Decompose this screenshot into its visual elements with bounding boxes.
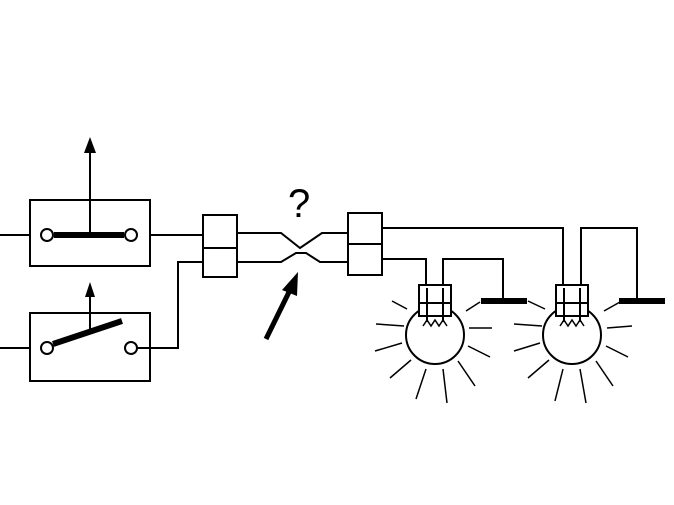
ground-wire-lamp2 — [580, 227, 638, 298]
wire-segment-bottom — [237, 252, 348, 263]
connector-body — [202, 214, 238, 278]
lamp-1 — [374, 284, 492, 404]
fault-section: ? — [237, 182, 348, 341]
bulb-socket — [555, 284, 589, 317]
up-arrow-icon — [84, 137, 96, 153]
connector-left — [202, 214, 238, 278]
pointer-arrow-icon — [282, 272, 298, 296]
switch-contact-left — [40, 228, 54, 242]
filament-icon — [559, 318, 585, 328]
closed-switch — [0, 137, 203, 267]
wire-switch2-to-connector — [137, 261, 203, 349]
pointer-arrow-shaft — [263, 288, 293, 341]
light-rays — [513, 300, 633, 404]
connector-right — [347, 212, 383, 276]
lamp-wiring — [382, 227, 665, 304]
light-rays — [374, 300, 492, 404]
open-switch — [0, 261, 203, 382]
filament-icon — [422, 318, 448, 328]
feed-wire-lamp1 — [382, 258, 427, 288]
feed-wire-lamp2 — [382, 227, 564, 288]
switch-contact-right — [124, 341, 138, 355]
switch-contact-left — [40, 341, 54, 355]
bulb-socket — [418, 284, 452, 317]
switch-contact-right — [124, 228, 138, 242]
up-arrow-icon — [85, 282, 95, 297]
lamp-2 — [513, 284, 633, 404]
open-switch-blade — [52, 318, 123, 347]
wire-segment-top — [237, 232, 348, 250]
question-mark-label: ? — [288, 182, 310, 226]
ground-wire-lamp1 — [442, 258, 504, 298]
